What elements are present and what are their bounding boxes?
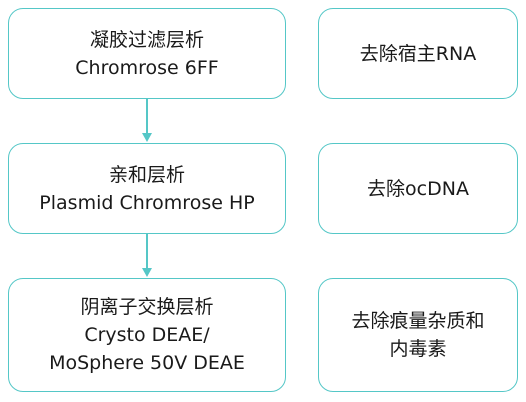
step-3-line-1: 阴离子交换层析 [80, 296, 214, 318]
arrow-2-shaft [146, 234, 148, 270]
step-3-line-2: Crysto DEAE/ [84, 324, 210, 346]
note-3-line-2: 内毒素 [389, 338, 447, 360]
arrow-down-icon [142, 268, 152, 277]
arrow-down-icon [142, 133, 152, 142]
note-2-remove-ocdna-box: 去除ocDNA [318, 143, 518, 234]
note-3-line-1: 去除痕量杂质和 [351, 310, 485, 332]
step-1-line-2: Chromrose 6FF [75, 56, 219, 79]
note-1-line-1: 去除宿主RNA [359, 42, 477, 65]
note-2-line-1: 去除ocDNA [367, 177, 469, 200]
step-1-line-1: 凝胶过滤层析 [89, 28, 204, 51]
arrow-1-shaft [146, 99, 148, 135]
step-1-gel-filtration-box: 凝胶过滤层析 Chromrose 6FF [8, 8, 286, 99]
note-1-remove-host-rna-box: 去除宿主RNA [318, 8, 518, 99]
step-2-affinity-box: 亲和层析 Plasmid Chromrose HP [8, 143, 286, 234]
step-2-line-2: Plasmid Chromrose HP [39, 191, 255, 214]
step-3-anion-exchange-box: 阴离子交换层析 Crysto DEAE/ MoSphere 50V DEAE [8, 278, 286, 392]
note-3-remove-impurities-box: 去除痕量杂质和 内毒素 [318, 278, 518, 392]
step-2-line-1: 亲和层析 [108, 163, 185, 186]
step-3-line-3: MoSphere 50V DEAE [49, 352, 245, 374]
